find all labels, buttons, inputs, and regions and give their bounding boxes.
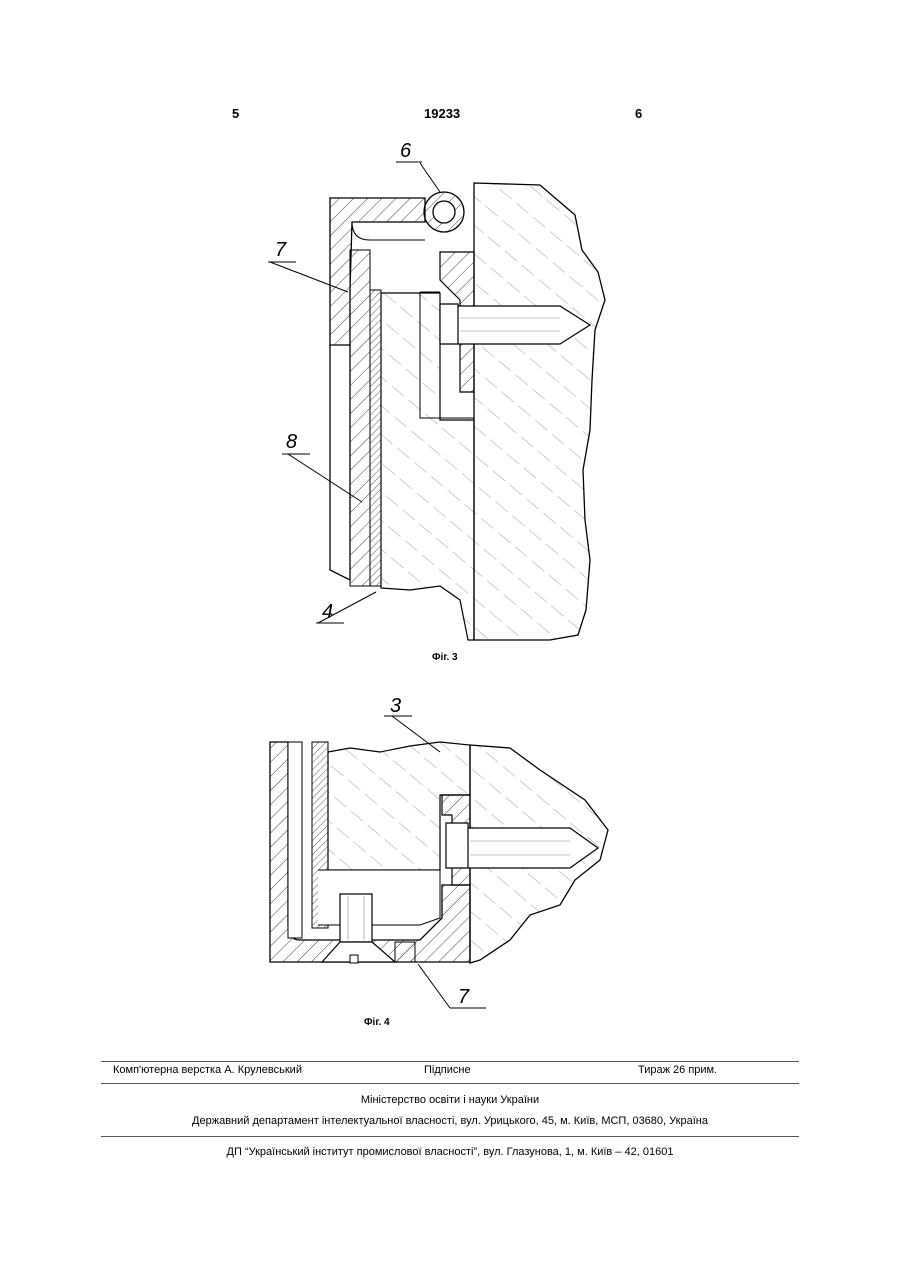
label-8: 8 [286,431,297,453]
circulation: Тираж 26 прим. [638,1064,717,1076]
figure-4-caption: Фіг. 4 [364,1017,390,1028]
bottom-screw [340,894,372,942]
signed: Підписне [424,1064,471,1076]
footer-rule-top [101,1061,799,1062]
label-4: 4 [322,601,333,623]
wall-section [474,183,605,640]
footer-rule-middle [101,1083,799,1084]
department: Державний департамент інтелектуальної вл… [101,1115,799,1127]
figure-4: 3 7 [270,695,608,1008]
label-7: 7 [275,239,287,261]
label-6: 6 [400,140,412,162]
figure-3-caption: Фіг. 3 [432,652,458,663]
label-3: 3 [390,695,401,717]
institute: ДП “Український інститут промислової вла… [101,1146,799,1158]
ministry: Міністерство освіти і науки України [101,1094,799,1106]
footer-rule-bottom [101,1136,799,1137]
panel-strip [350,250,370,586]
label-7b: 7 [458,986,470,1008]
typesetter: Комп'ютерна верстка А. Крулевський [113,1064,302,1076]
figure-3: 6 7 8 4 [268,140,605,640]
